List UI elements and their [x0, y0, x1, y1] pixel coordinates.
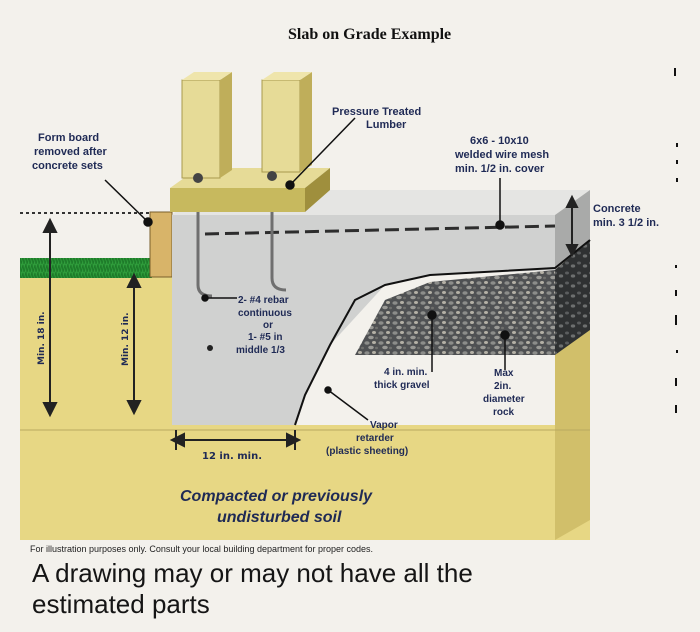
dim-min-12-side — [126, 272, 142, 416]
svg-text:2in.: 2in. — [494, 381, 511, 392]
margin-marks — [674, 68, 678, 413]
dim-min-12-bottom — [169, 430, 302, 450]
svg-text:concrete sets: concrete sets — [32, 160, 103, 172]
svg-text:retarder: retarder — [356, 433, 394, 444]
studs — [181, 72, 312, 179]
nut-left — [193, 173, 203, 183]
svg-text:min. 1/2 in. cover: min. 1/2 in. cover — [455, 163, 545, 175]
grass-strip — [20, 258, 152, 278]
svg-text:Concrete: Concrete — [593, 203, 641, 215]
label-min-12-bottom: 12 in. min. — [202, 451, 262, 462]
nut-right — [267, 171, 277, 181]
svg-text:Max: Max — [494, 368, 514, 379]
label-wire-mesh: 6x6 - 10x10 welded wire mesh min. 1/2 in… — [454, 135, 549, 175]
label-vapor: Vapor retarder (plastic sheeting) — [326, 420, 408, 457]
svg-text:2- #4 rebar: 2- #4 rebar — [238, 295, 289, 306]
diagram-title: Slab on Grade Example — [288, 26, 451, 43]
svg-text:rock: rock — [493, 407, 515, 418]
svg-text:6x6 - 10x10: 6x6 - 10x10 — [470, 135, 529, 147]
caption: A drawing may or may not have all the es… — [32, 558, 592, 620]
svg-text:undisturbed soil: undisturbed soil — [217, 509, 342, 526]
leader-lines — [104, 117, 510, 421]
caption-line-2: estimated parts — [32, 589, 210, 619]
label-min-12-side: Min. 12 in. — [121, 312, 131, 366]
svg-text:removed after: removed after — [34, 146, 107, 158]
label-rebar: 2- #4 rebar continuous or 1- #5 in middl… — [236, 295, 292, 356]
label-form-board: Form board removed after concrete sets — [32, 132, 107, 172]
vapor-retarder — [294, 239, 591, 426]
svg-text:4 in. min.: 4 in. min. — [384, 367, 428, 378]
dim-concrete — [565, 194, 579, 258]
svg-text:continuous: continuous — [238, 308, 292, 319]
svg-text:or: or — [263, 320, 273, 331]
label-pressure-treated: Pressure Treated Lumber — [332, 106, 421, 131]
svg-text:Compacted or previously: Compacted or previously — [180, 488, 373, 505]
svg-text:Form board: Form board — [38, 132, 99, 144]
label-rock: Max 2in. diameter rock — [483, 368, 525, 418]
svg-text:(plastic sheeting): (plastic sheeting) — [326, 446, 408, 457]
svg-text:middle 1/3: middle 1/3 — [236, 345, 285, 356]
dim-min-18 — [42, 217, 58, 418]
svg-text:thick gravel: thick gravel — [374, 380, 430, 391]
label-soil: Compacted or previously undisturbed soil — [180, 488, 373, 526]
svg-text:Pressure Treated: Pressure Treated — [332, 106, 421, 118]
svg-text:Lumber: Lumber — [366, 119, 407, 131]
svg-text:1- #5 in: 1- #5 in — [248, 332, 282, 343]
label-gravel: 4 in. min. thick gravel — [374, 367, 430, 391]
form-board — [149, 211, 173, 278]
anchor-bolts — [196, 200, 287, 298]
svg-text:diameter: diameter — [483, 394, 525, 405]
svg-text:Vapor: Vapor — [370, 420, 398, 431]
label-min-18: Min. 18 in. — [37, 311, 47, 365]
caption-line-1: A drawing may or may not have all the — [32, 558, 473, 588]
svg-text:welded wire mesh: welded wire mesh — [454, 149, 549, 161]
disclaimer: For illustration purposes only. Consult … — [30, 544, 373, 554]
label-concrete: Concrete min. 3 1/2 in. — [593, 203, 659, 229]
svg-text:min. 3 1/2 in.: min. 3 1/2 in. — [593, 217, 659, 229]
rebar-dot — [207, 345, 213, 351]
